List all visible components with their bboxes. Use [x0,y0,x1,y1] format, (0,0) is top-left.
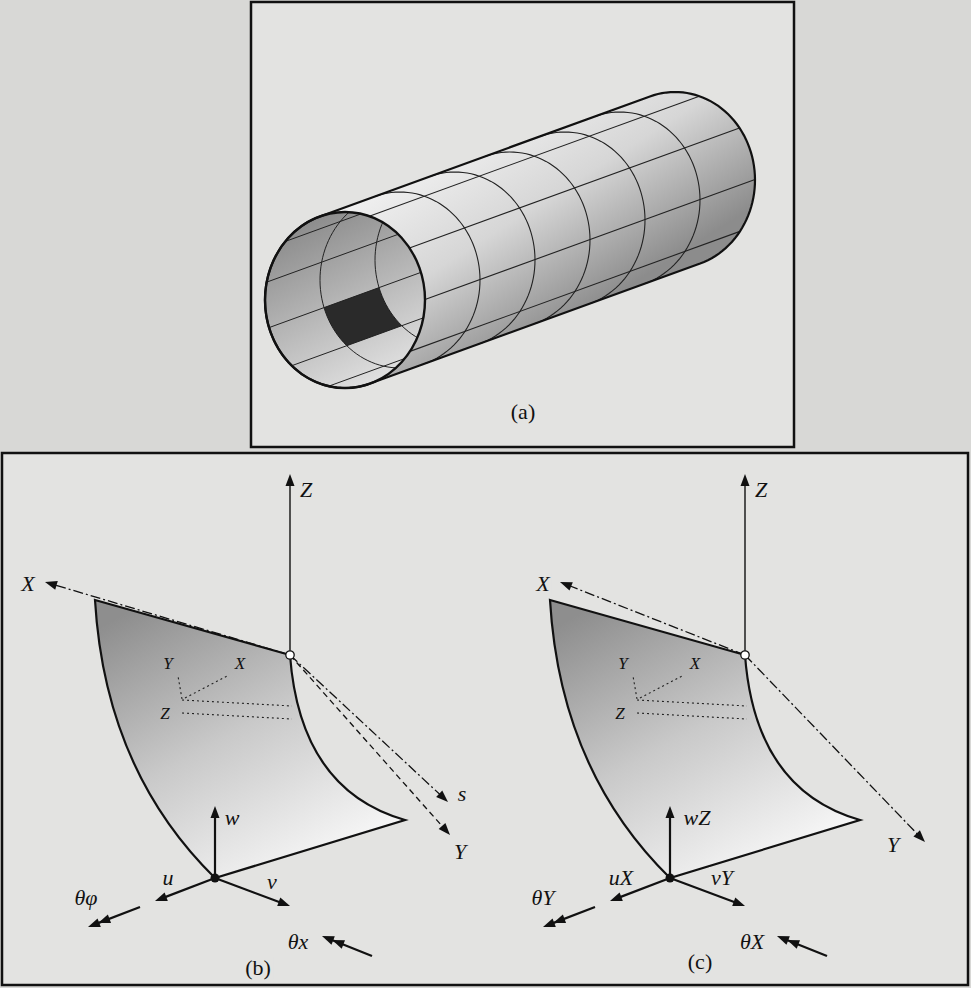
local-axis-label: Y [161,655,174,672]
axis-label: s [456,783,469,805]
shell-surface [550,600,860,878]
arrow-head [286,474,295,486]
dof-label: θx [286,931,311,953]
panel-label: (a) [509,401,537,423]
node-point [211,874,220,883]
axis-arrow [744,482,745,651]
tube-outline [265,92,755,388]
tube-drawing [265,92,755,388]
arrow-head [439,823,450,835]
rotation-arrow [784,939,827,956]
arrow-head [560,582,573,591]
arrow-head [666,806,675,818]
axis-arrow [289,482,290,651]
shell-element [543,474,925,956]
panel-frame [251,2,794,447]
dof-label: vY [709,867,735,889]
local-axis-line [178,676,182,699]
axis-arrow [290,655,445,829]
dof-label: uX [607,867,635,889]
tube-interior [267,121,659,386]
highlighted-element [324,288,402,346]
mesh-line [430,156,535,328]
mesh-line [375,176,480,348]
dof-label: u [161,867,176,889]
rotation-arrow [95,907,140,924]
axis-label: X [19,573,36,595]
arrow-head [913,830,925,842]
dof-label: θX [738,931,766,953]
arrow-head [553,915,566,924]
mesh-line [430,172,535,344]
tube-rim [265,212,425,388]
tube-surface [265,92,755,388]
local-axis-line [182,713,292,719]
arrow-head [436,791,448,802]
dof-label: θY [529,887,556,909]
dof-arrow [669,814,671,878]
origin-point [286,651,294,659]
panel-frame [2,453,968,985]
local-axis-line [185,675,229,698]
mesh-line [267,162,597,282]
local-axis-line [637,713,747,719]
arrow-head [332,940,345,949]
axis-label: X [534,573,551,595]
mesh-line [540,132,645,304]
dof-label: wZ [682,807,713,829]
mesh-line [485,152,590,324]
axis-label: Z [753,479,769,501]
local-axis-line [633,676,637,699]
axis-arrow [53,584,290,655]
arrow-head [610,893,623,901]
mesh-line [269,208,599,328]
axis-label: Y [452,841,468,863]
arrow-head [98,915,111,924]
axis-arrow [290,655,442,797]
local-axis-label: X [233,655,247,672]
arrow-head [211,806,220,818]
dof-label: w [223,807,242,829]
axis-arrow [567,585,745,655]
arrow-head [277,898,290,906]
axis-label: Y [885,834,901,856]
mesh-line [595,112,700,284]
arrow-head [45,581,58,590]
arrow-head [732,898,745,906]
axis-label: Z [298,479,314,501]
local-axis-line [640,675,684,698]
dof-arrow [214,814,216,878]
origin-point [741,651,749,659]
rotation-arrow [550,907,595,924]
arrow-head [741,474,750,486]
local-axis-label: Z [158,705,171,722]
shell-surface [95,600,405,878]
arrow-head [155,893,168,901]
mesh-line [285,121,615,241]
mesh-line [485,136,590,308]
local-axis-label: Z [613,705,626,722]
panel-label: (b) [243,957,273,979]
local-axis-label: Y [616,655,629,672]
local-axis-line [182,700,292,706]
node-point [666,874,675,883]
local-axis-line [637,700,747,706]
mesh-line [292,246,622,366]
local-axis-label: X [688,655,702,672]
axis-arrow [745,655,919,836]
dof-label: v [265,871,279,893]
arrow-head [787,940,800,949]
panel-label: (c) [686,951,714,973]
dof-label: θφ [73,887,100,909]
shell-element [45,474,450,956]
rotation-arrow [329,939,372,956]
mesh-line [320,196,425,368]
